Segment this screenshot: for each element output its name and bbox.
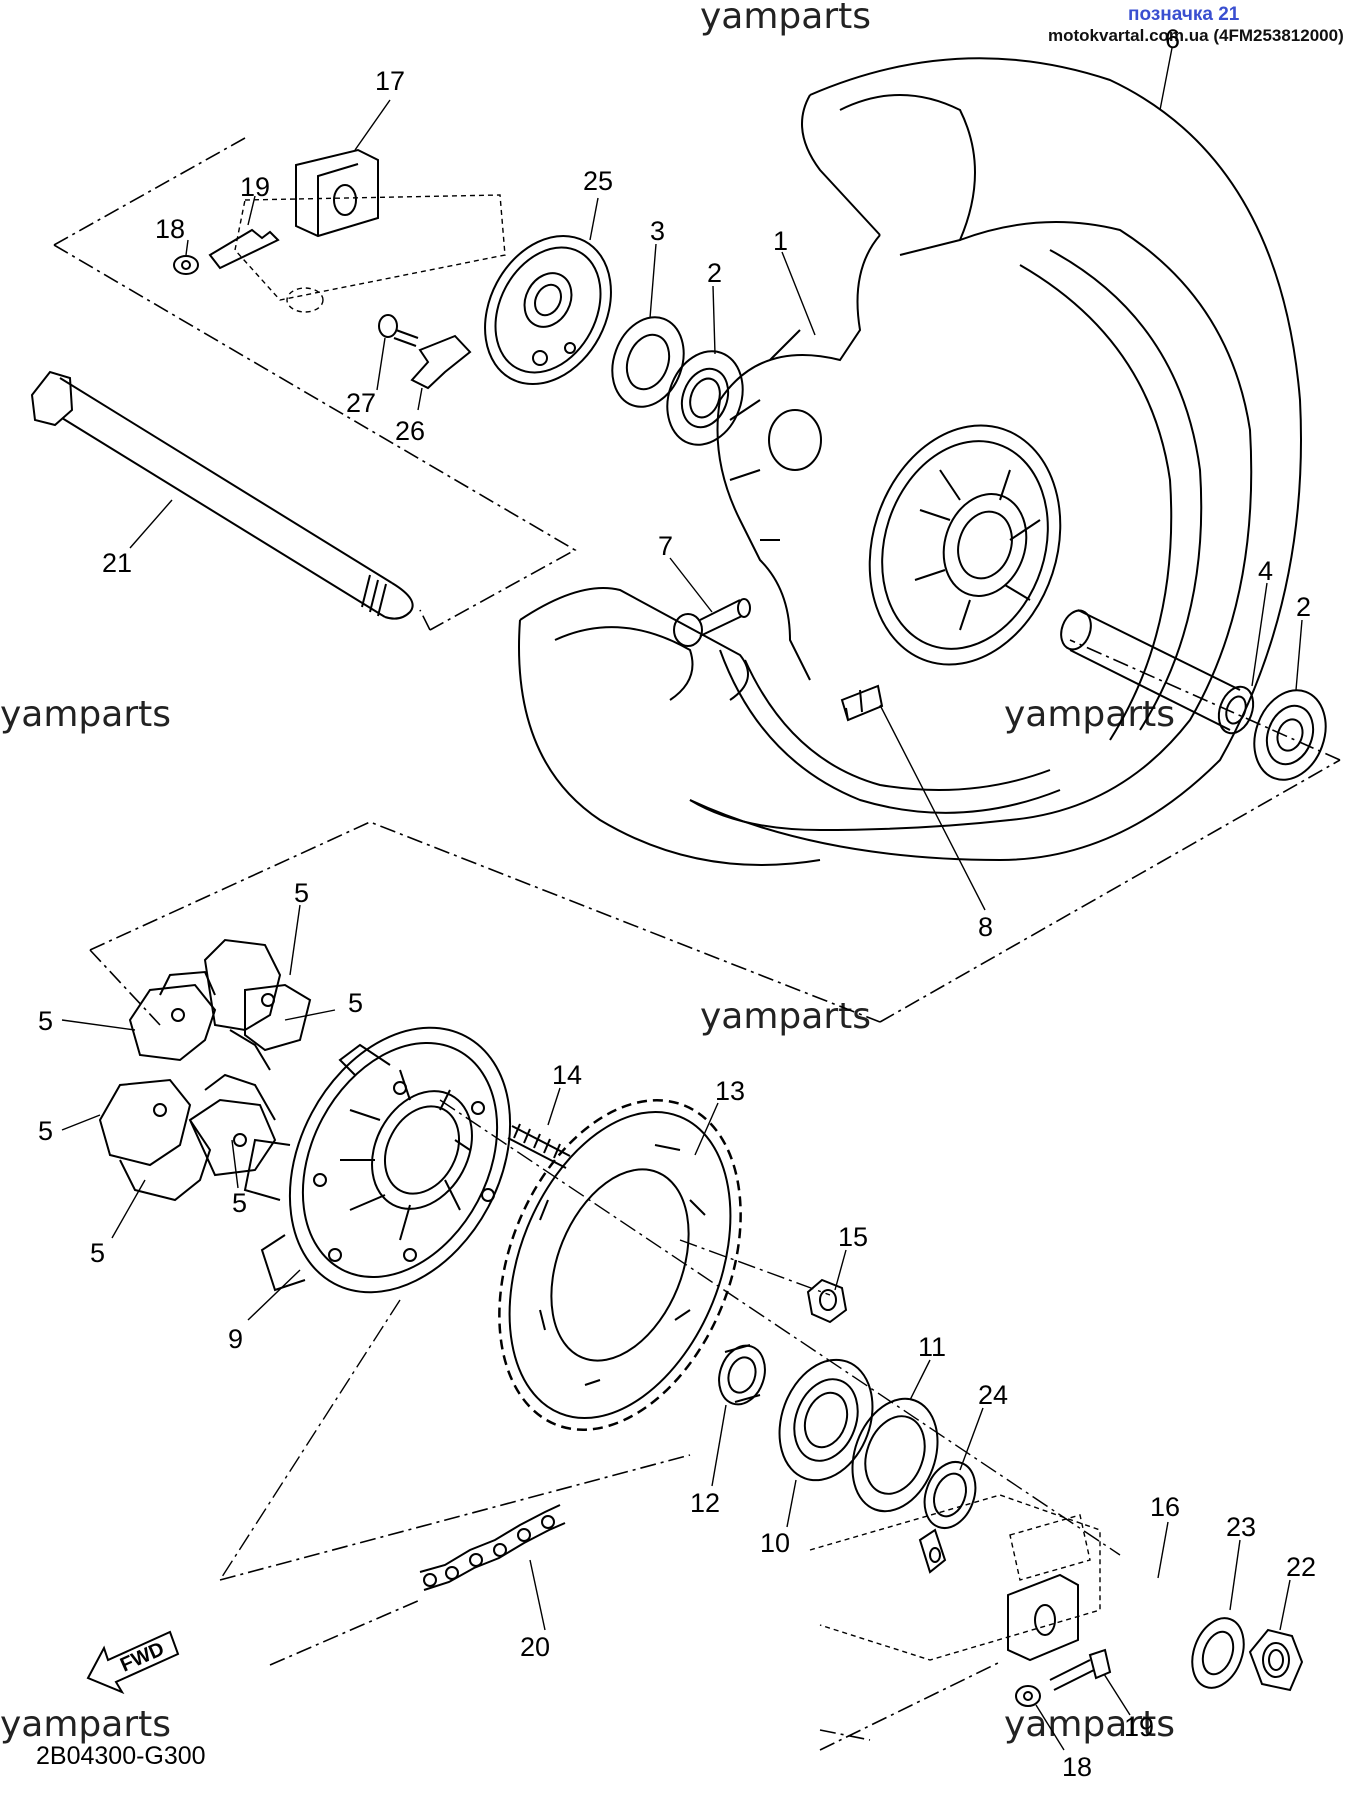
- callout-20: 20: [520, 1632, 550, 1662]
- sprocket-13: [498, 1099, 742, 1431]
- watermark-top: yamparts: [700, 0, 872, 37]
- chain-puller-left: [173, 148, 506, 313]
- header-site: motokvartal.com.ua (4FM253812000): [1048, 26, 1344, 45]
- callout-13: 13: [715, 1076, 745, 1106]
- damper-rubbers-5: [98, 938, 312, 1202]
- callout-19-right: 19: [1124, 1712, 1154, 1742]
- callout-2-left: 2: [707, 258, 722, 288]
- callout-11: 11: [918, 1332, 946, 1362]
- bolt-19-right: [1015, 1648, 1112, 1707]
- swingarm-end: [809, 1494, 1101, 1661]
- bearing-10: [778, 1358, 874, 1482]
- callout-27: 27: [346, 388, 376, 418]
- callout-25: 25: [583, 166, 613, 196]
- callout-12: 12: [690, 1488, 720, 1518]
- callout-5-right: 5: [348, 988, 363, 1018]
- callout-9: 9: [228, 1324, 243, 1354]
- callout-7: 7: [658, 531, 673, 561]
- stud-14: [507, 1123, 571, 1169]
- axle-centerline: [219, 1099, 1121, 1581]
- watermark-right: yamparts: [1004, 694, 1176, 735]
- watermark-left: yamparts: [0, 694, 172, 735]
- callout-22: 22: [1286, 1552, 1316, 1582]
- sprocket-hub-9: [243, 1026, 512, 1294]
- nut-22: [1248, 1628, 1304, 1692]
- fwd-arrow-icon: FWD: [86, 1630, 180, 1695]
- brake-plate-25: [484, 234, 612, 386]
- callout-23: 23: [1226, 1512, 1256, 1542]
- bolt-27-bracket-26: [378, 314, 472, 390]
- callout-2-right: 2: [1296, 592, 1311, 622]
- diagram-code: 2B04300-G300: [36, 1742, 206, 1770]
- washer-23: [1191, 1617, 1245, 1689]
- bearing-2-left: [666, 350, 744, 446]
- callout-4: 4: [1258, 556, 1273, 586]
- header-label: позначка 21: [1128, 4, 1240, 25]
- oil-seal-11: [851, 1397, 939, 1513]
- watermark-middle: yamparts: [700, 996, 872, 1037]
- callout-14: 14: [552, 1060, 582, 1090]
- callout-17: 17: [375, 66, 405, 96]
- balance-weight-8: [840, 684, 884, 722]
- callout-26: 26: [395, 416, 425, 446]
- callout-16: 16: [1150, 1492, 1180, 1522]
- bearing-2-right: [1253, 689, 1327, 781]
- axle-21: [30, 370, 414, 620]
- callout-5-left-lower: 5: [38, 1116, 53, 1146]
- callout-5-bottom-right: 5: [232, 1188, 247, 1218]
- callout-19: 19: [240, 172, 270, 202]
- collar-12: [718, 1344, 766, 1406]
- nut-15: [806, 1278, 848, 1324]
- callout-8: 8: [978, 912, 993, 942]
- callout-5-top: 5: [294, 878, 309, 908]
- callout-5-bottom-left: 5: [90, 1238, 105, 1268]
- adjuster-right: [918, 1528, 1079, 1662]
- callout-3: 3: [650, 216, 665, 246]
- leader-lines: [61, 47, 1303, 1751]
- callout-6: 6: [1165, 24, 1180, 54]
- callout-18: 18: [155, 214, 185, 244]
- callout-1: 1: [773, 226, 788, 256]
- drive-chain-20: [419, 1504, 566, 1591]
- watermark-bottom-left: yamparts: [0, 1704, 172, 1745]
- collar-4: [1060, 609, 1255, 735]
- rear-wheel-1: [518, 57, 1302, 866]
- callout-18-right: 18: [1062, 1752, 1092, 1782]
- group-outlines: [53, 137, 1341, 1751]
- callout-21: 21: [102, 548, 132, 578]
- watermark-bottom-right: yamparts: [1004, 1704, 1176, 1745]
- collar-24: [923, 1461, 977, 1529]
- callout-24: 24: [978, 1380, 1008, 1410]
- callout-10: 10: [760, 1528, 790, 1558]
- callout-15: 15: [838, 1222, 868, 1252]
- bearing-3: [611, 316, 685, 408]
- valve-7: [673, 598, 751, 647]
- callout-labels: 6 17 19 18 25 3 2 1 27 26 21 7 4 2 8 5 5…: [38, 24, 1316, 1782]
- callout-5-left-upper: 5: [38, 1006, 53, 1036]
